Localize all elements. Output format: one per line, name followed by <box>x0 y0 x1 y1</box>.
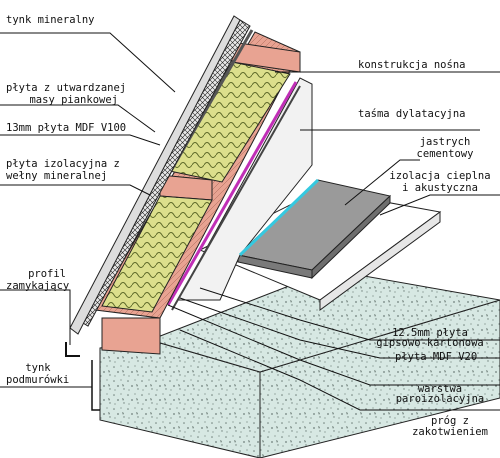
leader-mdf-v20 <box>179 297 500 359</box>
leader-lines <box>0 32 500 411</box>
label-gypsum-board-line1: 12.5mm płyta <box>392 327 468 339</box>
leader-warstwa <box>167 304 500 386</box>
label-insulation-board-line2: wełny mineralnej <box>6 170 108 182</box>
label-mineral-plaster: tynk mineralny <box>6 14 95 26</box>
label-closing-profile-line2: zamykający <box>6 280 70 292</box>
leader-izolacja <box>379 194 500 216</box>
label-load-bearing-frame: konstrukcja nośna <box>358 59 466 71</box>
label-mdf-v20: płyta MDF V20 <box>395 351 478 363</box>
label-vapor-barrier-line2: paroizolacyjna <box>395 393 485 405</box>
label-foam-board-line2: masy piankowej <box>29 94 118 106</box>
leader-jastrych <box>344 159 420 206</box>
leader-izolacyjna <box>0 184 151 196</box>
expansion-tape <box>238 178 320 257</box>
label-acoustic-insulation-line1: izolacja cieplna <box>389 170 491 182</box>
leader-plyta-pianka <box>0 104 156 133</box>
leader-tynk-mineralny <box>0 32 176 93</box>
label-plinth-plaster-line1: tynk <box>25 362 51 374</box>
label-cement-screed-line1: jastrych <box>419 136 471 148</box>
label-threshold-line2: zakotwieniem <box>412 426 488 438</box>
inner-wall-face <box>177 77 313 301</box>
plinth-plaster <box>91 360 100 411</box>
label-insulation-board-line1: płyta izolacyjna z <box>6 158 120 170</box>
label-expansion-tape: taśma dylatacyjna <box>358 108 466 120</box>
vapor-barrier-line <box>166 81 298 306</box>
label-cement-screed-line2: cementowy <box>416 148 474 160</box>
leader-profil <box>0 289 71 345</box>
label-closing-profile-line1: profil <box>28 268 66 280</box>
label-foam-board-line1: płyta z utwardzanej <box>6 82 127 94</box>
leader-mdf-v100 <box>0 134 161 146</box>
label-mdf-v100: 13mm płyta MDF V100 <box>6 122 127 134</box>
leader-gk <box>199 287 500 341</box>
label-gypsum-board-line2: gipsowo-kartonowa <box>376 337 484 349</box>
label-threshold-line1: próg z <box>431 415 469 427</box>
leader-prog <box>179 329 500 411</box>
mdf-v20-line <box>171 85 301 311</box>
label-vapor-barrier-line1: warstwa <box>417 383 463 395</box>
closing-profile <box>65 342 80 357</box>
mineral-wool-batts <box>101 61 291 313</box>
mineral-plaster <box>69 15 241 335</box>
label-acoustic-insulation-line2: i akustyczna <box>402 182 478 194</box>
label-plinth-plaster-line2: podmurówki <box>6 374 70 386</box>
